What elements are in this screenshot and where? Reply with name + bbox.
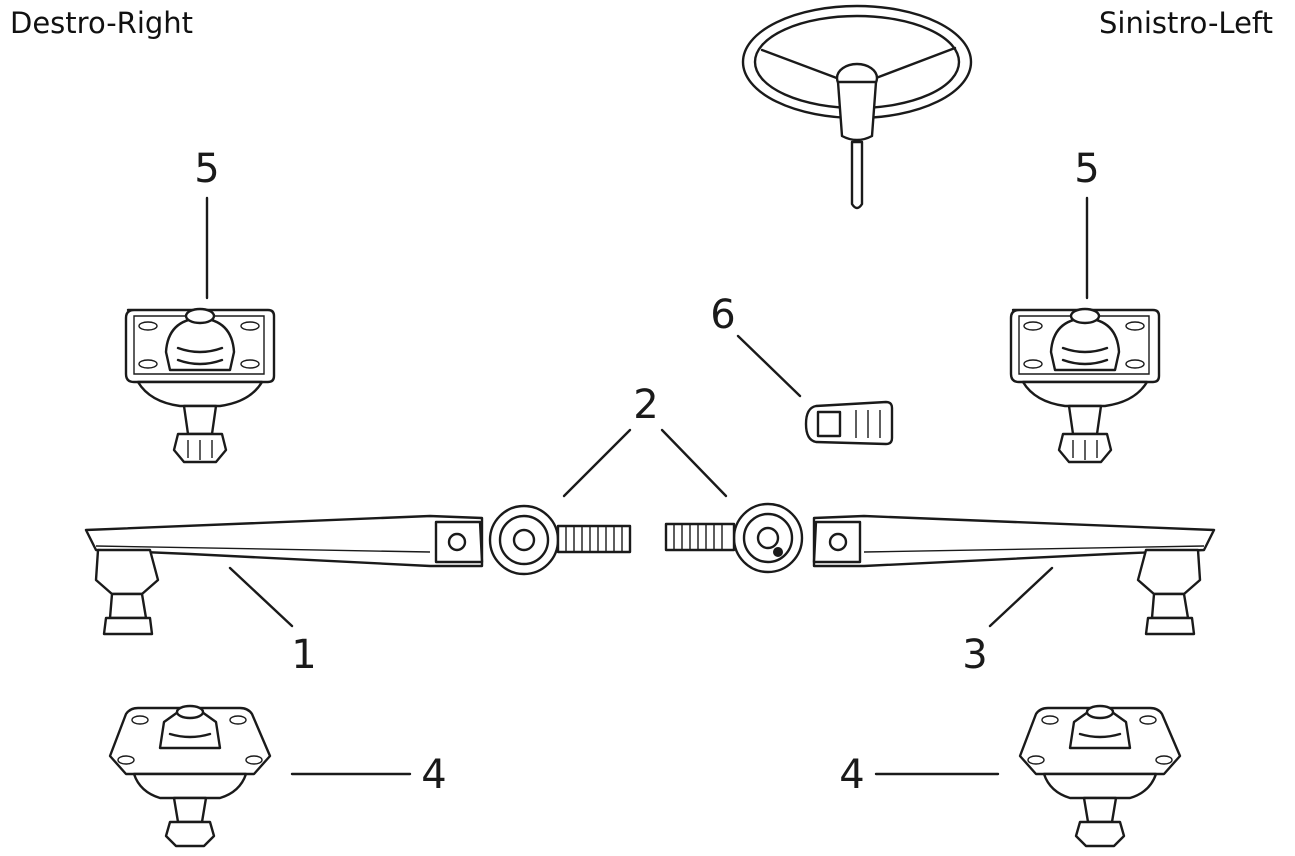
callout-4-left: 4 <box>839 752 864 798</box>
callout-3: 3 <box>962 632 987 678</box>
callout-1: 1 <box>291 632 316 678</box>
tie-rod-end-right <box>488 504 632 576</box>
steering-wheel-icon <box>741 4 973 210</box>
callout-4-right: 4 <box>421 752 446 798</box>
upper-ball-joint-left <box>1009 307 1161 464</box>
callout-2: 2 <box>633 382 658 428</box>
tie-rod-left <box>812 514 1216 636</box>
lower-ball-joint-left <box>1018 704 1182 848</box>
upper-ball-joint-right <box>124 307 276 464</box>
tie-rod-end-left <box>664 502 804 574</box>
left-side-label: Sinistro-Left <box>1099 6 1273 40</box>
right-side-label: Destro-Right <box>10 6 194 40</box>
callout-5-left: 5 <box>1074 146 1099 192</box>
callout-5-right: 5 <box>194 146 219 192</box>
tie-rod-right <box>84 514 484 636</box>
lower-ball-joint-right <box>108 704 272 848</box>
callout-6: 6 <box>710 292 735 338</box>
leader-lines <box>205 196 1089 776</box>
clip-part <box>804 400 894 446</box>
